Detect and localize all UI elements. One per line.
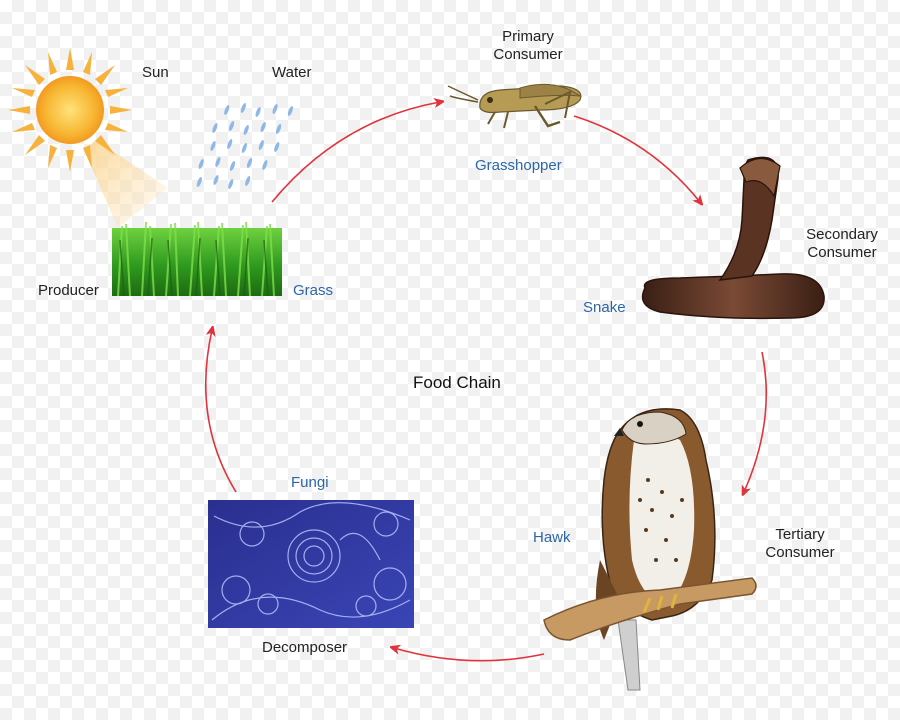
arrow-snake-to-hawk xyxy=(744,351,768,492)
grass-name-label: Grass xyxy=(293,282,334,299)
arrow-grass-to-grasshopper xyxy=(271,102,440,203)
primary-role-line1: Primary xyxy=(502,28,554,45)
fungi-image xyxy=(208,500,414,628)
grasshopper-name-label: Grasshopper xyxy=(475,157,562,174)
hawk-name-label: Hawk xyxy=(533,529,571,546)
tertiary-role-line2: Consumer xyxy=(765,544,835,561)
primary-consumer-role-label: Primary Consumer xyxy=(480,28,576,64)
secondary-role-line2: Consumer xyxy=(807,244,877,261)
arrow-fungi-to-grass xyxy=(204,330,237,493)
sun-icon xyxy=(8,48,168,228)
hawk-image xyxy=(543,408,757,691)
fungi-name-label: Fungi xyxy=(291,474,329,491)
diagram-title: Food Chain xyxy=(413,373,501,392)
sun-label: Sun xyxy=(142,64,169,81)
grass-image xyxy=(112,221,282,297)
producer-role-label: Producer xyxy=(38,282,99,299)
tertiary-consumer-role-label: Tertiary Consumer xyxy=(756,526,844,562)
cycle-arrows xyxy=(204,102,768,662)
arrow-hawk-to-fungi xyxy=(394,648,545,662)
snake-name-label: Snake xyxy=(583,299,626,316)
snake-image xyxy=(641,156,825,320)
grasshopper-image xyxy=(447,83,582,129)
water-label: Water xyxy=(272,64,312,81)
water-drops-icon xyxy=(196,103,294,189)
arrow-grasshopper-to-snake xyxy=(573,115,700,202)
secondary-consumer-role-label: Secondary Consumer xyxy=(796,226,888,262)
tertiary-role-line1: Tertiary xyxy=(775,526,825,543)
decomposer-role-label: Decomposer xyxy=(262,639,348,656)
primary-role-line2: Consumer xyxy=(493,46,563,63)
secondary-role-line1: Secondary xyxy=(806,226,878,243)
